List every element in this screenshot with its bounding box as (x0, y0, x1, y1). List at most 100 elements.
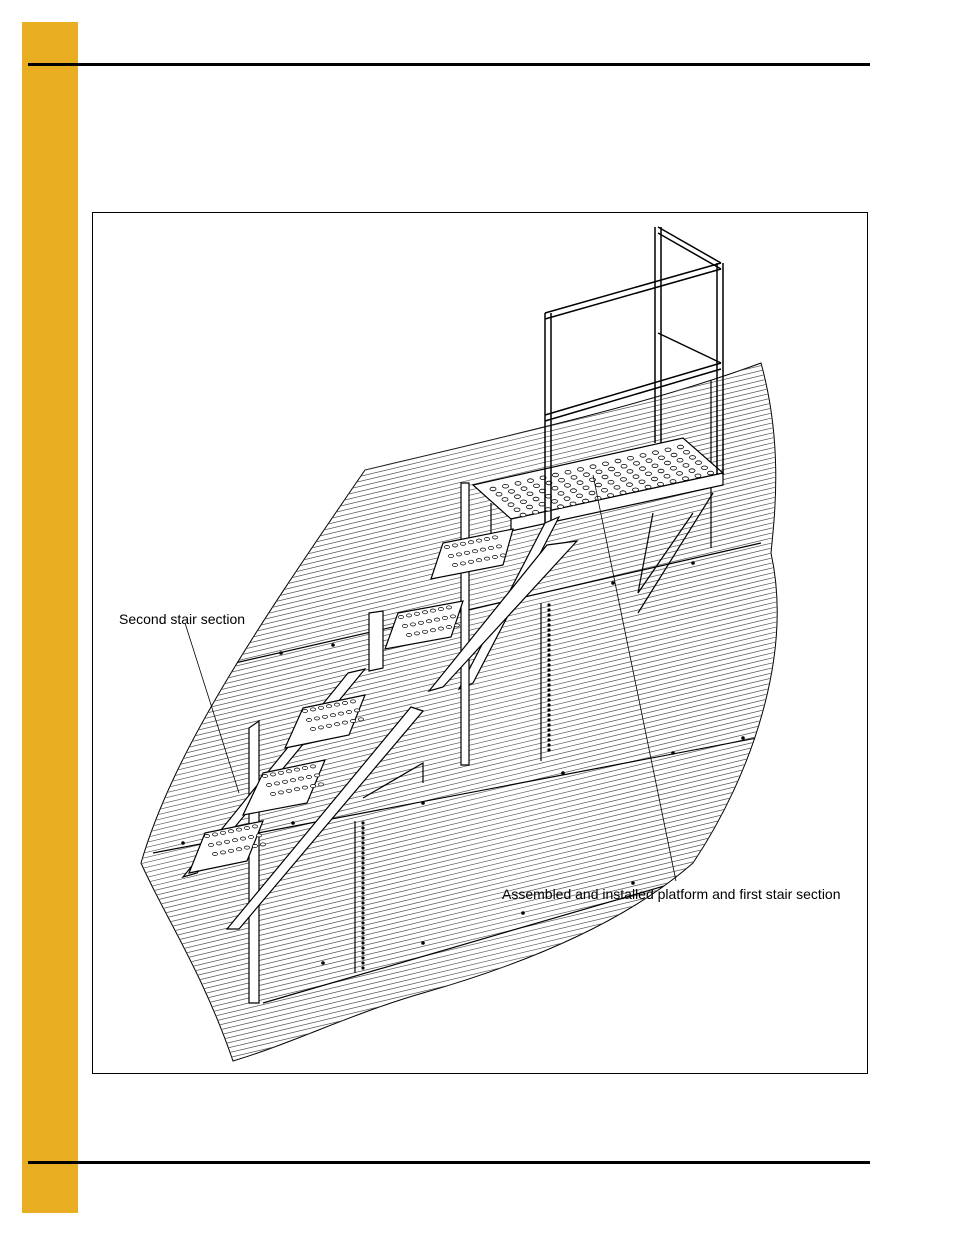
bolt (547, 628, 551, 632)
perforation (322, 714, 328, 719)
bolt (547, 633, 551, 637)
perforation (502, 484, 509, 489)
perforation (302, 766, 308, 770)
perforation (220, 830, 226, 835)
header-rule (28, 63, 870, 66)
bolt (547, 718, 551, 722)
corrugation-line (141, 802, 778, 964)
perforation (306, 718, 312, 722)
perforation (302, 709, 308, 713)
perforation (601, 474, 609, 480)
bolt (361, 856, 365, 860)
corrugation-line (141, 767, 778, 929)
perforation (527, 478, 534, 483)
perforation (694, 473, 702, 478)
perforation (626, 482, 633, 487)
perforation (252, 824, 258, 829)
perforation (576, 493, 583, 498)
bolt (547, 748, 551, 752)
perforation (658, 455, 665, 460)
bolt (547, 643, 551, 647)
perforation (613, 485, 621, 490)
bolt (741, 736, 745, 740)
corrugation-line (141, 757, 778, 919)
corrugation-line (141, 1047, 778, 1061)
perforation (657, 468, 665, 474)
perforation (639, 453, 647, 458)
bolt (547, 618, 551, 622)
perforation (638, 479, 646, 484)
perforation (448, 554, 454, 558)
bolt (361, 841, 365, 845)
corrugation-line (141, 1057, 778, 1061)
perforation (444, 545, 450, 549)
perforation (627, 455, 634, 461)
perforation (204, 834, 210, 838)
perforation (450, 614, 456, 619)
corrugation-line (141, 537, 778, 699)
perforation (639, 466, 646, 471)
corrugation-line (141, 827, 778, 989)
bolt (331, 643, 335, 647)
bolt (361, 826, 365, 830)
bolt (361, 901, 365, 905)
perforation (330, 713, 336, 718)
perforation (434, 617, 440, 622)
perforation (552, 472, 559, 478)
perforation (286, 769, 292, 774)
perforation (358, 717, 364, 722)
perforation (302, 785, 308, 790)
perforation (551, 499, 558, 504)
perforation (652, 450, 659, 455)
perforation (410, 622, 416, 627)
perforation (695, 460, 702, 465)
perforation (446, 625, 452, 629)
corrugation-line (141, 772, 778, 934)
perforation (564, 483, 571, 488)
bolt (361, 911, 365, 915)
perforation (464, 550, 470, 555)
corrugation-line (141, 602, 778, 764)
corrugation-line (141, 542, 778, 704)
perforation (526, 491, 534, 496)
perforation (645, 458, 653, 463)
bolt (361, 851, 365, 855)
perforation (595, 482, 602, 488)
bolt (361, 916, 365, 920)
bolt (361, 881, 365, 885)
perforation (626, 469, 634, 474)
perforation (326, 723, 332, 728)
perforation (508, 489, 515, 494)
perforation (452, 543, 458, 548)
perforation (224, 839, 230, 844)
perforation (406, 633, 412, 637)
perforation (228, 848, 234, 853)
bolt (547, 733, 551, 737)
perforation (614, 472, 621, 477)
perforation (334, 702, 340, 707)
footer-rule (28, 1161, 870, 1164)
corrugation-line (141, 742, 778, 904)
corrugation-line (141, 597, 778, 759)
perforation (601, 488, 608, 493)
bolt (547, 743, 551, 747)
figure-frame: Second stair section Assembled and insta… (92, 212, 868, 1074)
bolt (421, 801, 425, 805)
corrugation-line (141, 637, 778, 799)
perforation (533, 483, 540, 488)
perforation (290, 778, 296, 783)
bolt (547, 698, 551, 702)
perforation (318, 705, 324, 710)
perforation (354, 708, 360, 713)
perforation (607, 480, 615, 485)
bolt (361, 886, 365, 890)
perforation (476, 558, 482, 563)
bolt (321, 961, 325, 965)
perforation (240, 836, 246, 841)
perforation (657, 482, 664, 487)
perforation (501, 497, 509, 502)
bolt (361, 956, 365, 960)
perforation (338, 711, 344, 716)
bolt (547, 678, 551, 682)
perforation (563, 496, 571, 501)
